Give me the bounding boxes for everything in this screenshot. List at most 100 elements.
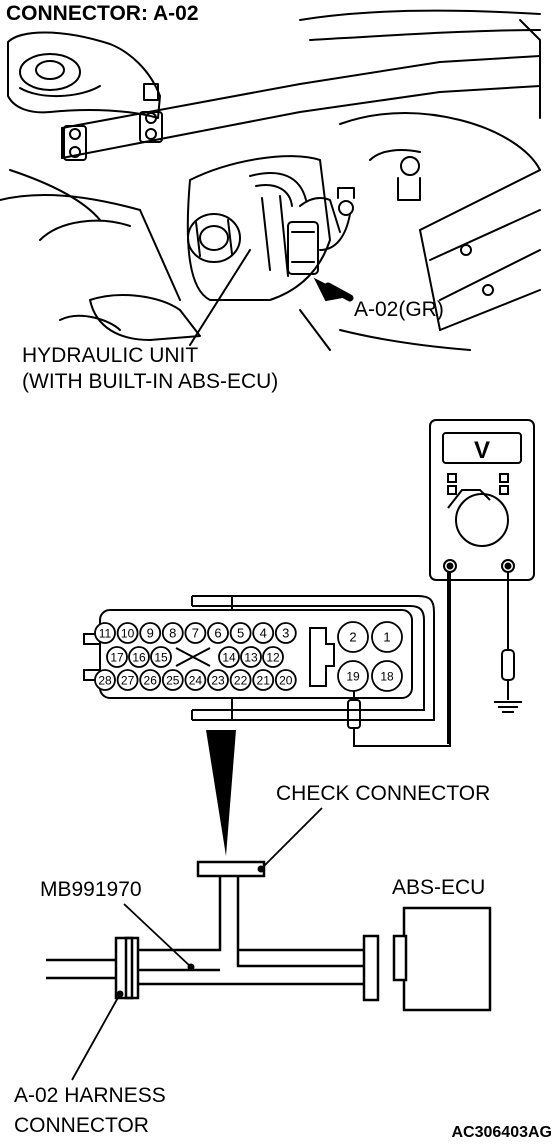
zoom-pointer-wedge bbox=[206, 730, 236, 856]
connector-pin-19 bbox=[337, 660, 369, 692]
connector-pin-label: 10 bbox=[121, 627, 135, 641]
connector-pin-label: 12 bbox=[266, 651, 280, 665]
connector-pin-10 bbox=[116, 622, 139, 644]
voltmeter-indicator-3 bbox=[499, 473, 509, 483]
connector-pin-23 bbox=[207, 669, 229, 691]
connector-pin-26 bbox=[139, 669, 162, 691]
connector-pin-3 bbox=[274, 622, 297, 644]
connector-pin-7 bbox=[184, 622, 207, 644]
connector-pin-label: 3 bbox=[282, 626, 289, 641]
connector-pin-24 bbox=[184, 669, 207, 691]
connector-pin-2 bbox=[337, 621, 369, 653]
connector-pin-label: 20 bbox=[279, 674, 293, 688]
connector-pin-label: 2 bbox=[349, 630, 356, 645]
connector-pin-label: 4 bbox=[260, 626, 267, 641]
connector-pin-label: 17 bbox=[110, 651, 124, 665]
harness-leader bbox=[71, 993, 121, 1081]
connector-pin-28 bbox=[94, 669, 116, 691]
connector-pin-label: 21 bbox=[257, 674, 271, 688]
connector-pin-label: 22 bbox=[234, 674, 248, 688]
voltmeter-display-symbol: V bbox=[474, 437, 490, 464]
connector-pin-18 bbox=[371, 660, 403, 692]
harness-connector-flange bbox=[114, 936, 134, 1000]
tool-branch-right bbox=[236, 876, 364, 968]
connector-pin-label: 6 bbox=[214, 626, 221, 641]
connector-pin-27 bbox=[116, 669, 139, 691]
connector-pin-25 bbox=[161, 669, 184, 691]
hydraulic-unit-sublabel: (WITH BUILT-IN ABS-ECU) bbox=[22, 370, 279, 393]
connector-pin-label: 9 bbox=[147, 626, 154, 641]
connector-pin-20 bbox=[274, 669, 297, 691]
connector-pin-15 bbox=[150, 646, 172, 668]
harness-connector-sublabel: CONNECTOR bbox=[14, 1114, 149, 1137]
connector-pin-21 bbox=[252, 669, 275, 691]
connector-pin-label: 14 bbox=[222, 651, 236, 665]
tool-leader bbox=[123, 903, 192, 968]
connector-pin-9 bbox=[139, 622, 162, 644]
connector-pin-label: 25 bbox=[166, 674, 180, 688]
voltmeter-display bbox=[442, 432, 522, 464]
connector-pin-label: 24 bbox=[189, 674, 203, 688]
connector-pin-label: 11 bbox=[99, 627, 112, 641]
voltmeter-scale-arc bbox=[447, 489, 491, 509]
connector-pin-17 bbox=[106, 646, 128, 668]
connector-pin-label: 8 bbox=[169, 626, 176, 641]
connector-pin-4 bbox=[252, 622, 275, 644]
callout-leaders bbox=[71, 807, 323, 1081]
voltmeter-indicator-2 bbox=[447, 485, 457, 495]
connector-pin-label: 5 bbox=[237, 626, 244, 641]
engine-bay-illustration bbox=[0, 9, 541, 351]
connector-pin-label: 16 bbox=[132, 651, 146, 665]
connector-callout-label: A-02(GR) bbox=[354, 298, 444, 321]
connector-pin-11 bbox=[94, 622, 116, 644]
check-connector-label: CHECK CONNECTOR bbox=[276, 782, 491, 805]
connector-pin-label: 27 bbox=[121, 674, 135, 688]
connector-pin-label: 19 bbox=[346, 670, 360, 684]
voltmeter bbox=[429, 419, 535, 581]
tool-branch-left bbox=[138, 876, 222, 952]
connector-pin-label: 15 bbox=[154, 651, 168, 665]
voltmeter-leads bbox=[353, 572, 515, 747]
check-connector-leader bbox=[260, 807, 323, 870]
connector-pin-label: 7 bbox=[192, 626, 199, 641]
connector-housing bbox=[99, 609, 413, 699]
connector-face bbox=[83, 595, 435, 721]
abs-ecu-box bbox=[402, 906, 492, 1012]
ground-symbol-icon bbox=[494, 701, 522, 713]
connector-arrow-shaft bbox=[324, 282, 354, 302]
connector-pin-label: 28 bbox=[98, 674, 112, 688]
page-title: CONNECTOR: A-02 bbox=[6, 2, 199, 25]
figure-code: AC306403AG bbox=[451, 1124, 553, 1141]
connector-pin-14 bbox=[218, 646, 240, 668]
connector-pin-label: 18 bbox=[380, 670, 394, 684]
connector-pin-1 bbox=[371, 621, 403, 653]
voltmeter-body bbox=[429, 419, 535, 581]
ecu-side-connector bbox=[362, 934, 380, 1002]
connector-pin-16 bbox=[128, 646, 150, 668]
check-connector bbox=[196, 860, 266, 878]
connector-pin-12 bbox=[262, 646, 284, 668]
connector-pin-13 bbox=[240, 646, 262, 668]
connector-pin-label: 23 bbox=[211, 674, 225, 688]
hydraulic-unit-label: HYDRAULIC UNIT bbox=[22, 344, 199, 367]
connector-pin-22 bbox=[229, 669, 252, 691]
harness-connector-label: A-02 HARNESS bbox=[14, 1084, 166, 1107]
connector-pin-label: 1 bbox=[383, 630, 390, 645]
voltmeter-indicator-4 bbox=[499, 485, 509, 495]
voltmeter-dial-knob bbox=[455, 493, 509, 547]
abs-ecu-label: ABS-ECU bbox=[392, 876, 486, 899]
test-probe bbox=[347, 686, 361, 729]
connector-pin-8 bbox=[161, 622, 184, 644]
positive-lead bbox=[353, 572, 451, 747]
harness-diagram bbox=[46, 860, 492, 1012]
connector-pin-6 bbox=[207, 622, 229, 644]
voltmeter-indicator-1 bbox=[447, 473, 457, 483]
tool-number-label: MB991970 bbox=[40, 878, 142, 901]
connector-pin-label: 26 bbox=[144, 674, 158, 688]
connector-pin-label: 13 bbox=[244, 651, 258, 665]
ground-clip bbox=[501, 649, 515, 681]
connector-pin-5 bbox=[229, 622, 252, 644]
